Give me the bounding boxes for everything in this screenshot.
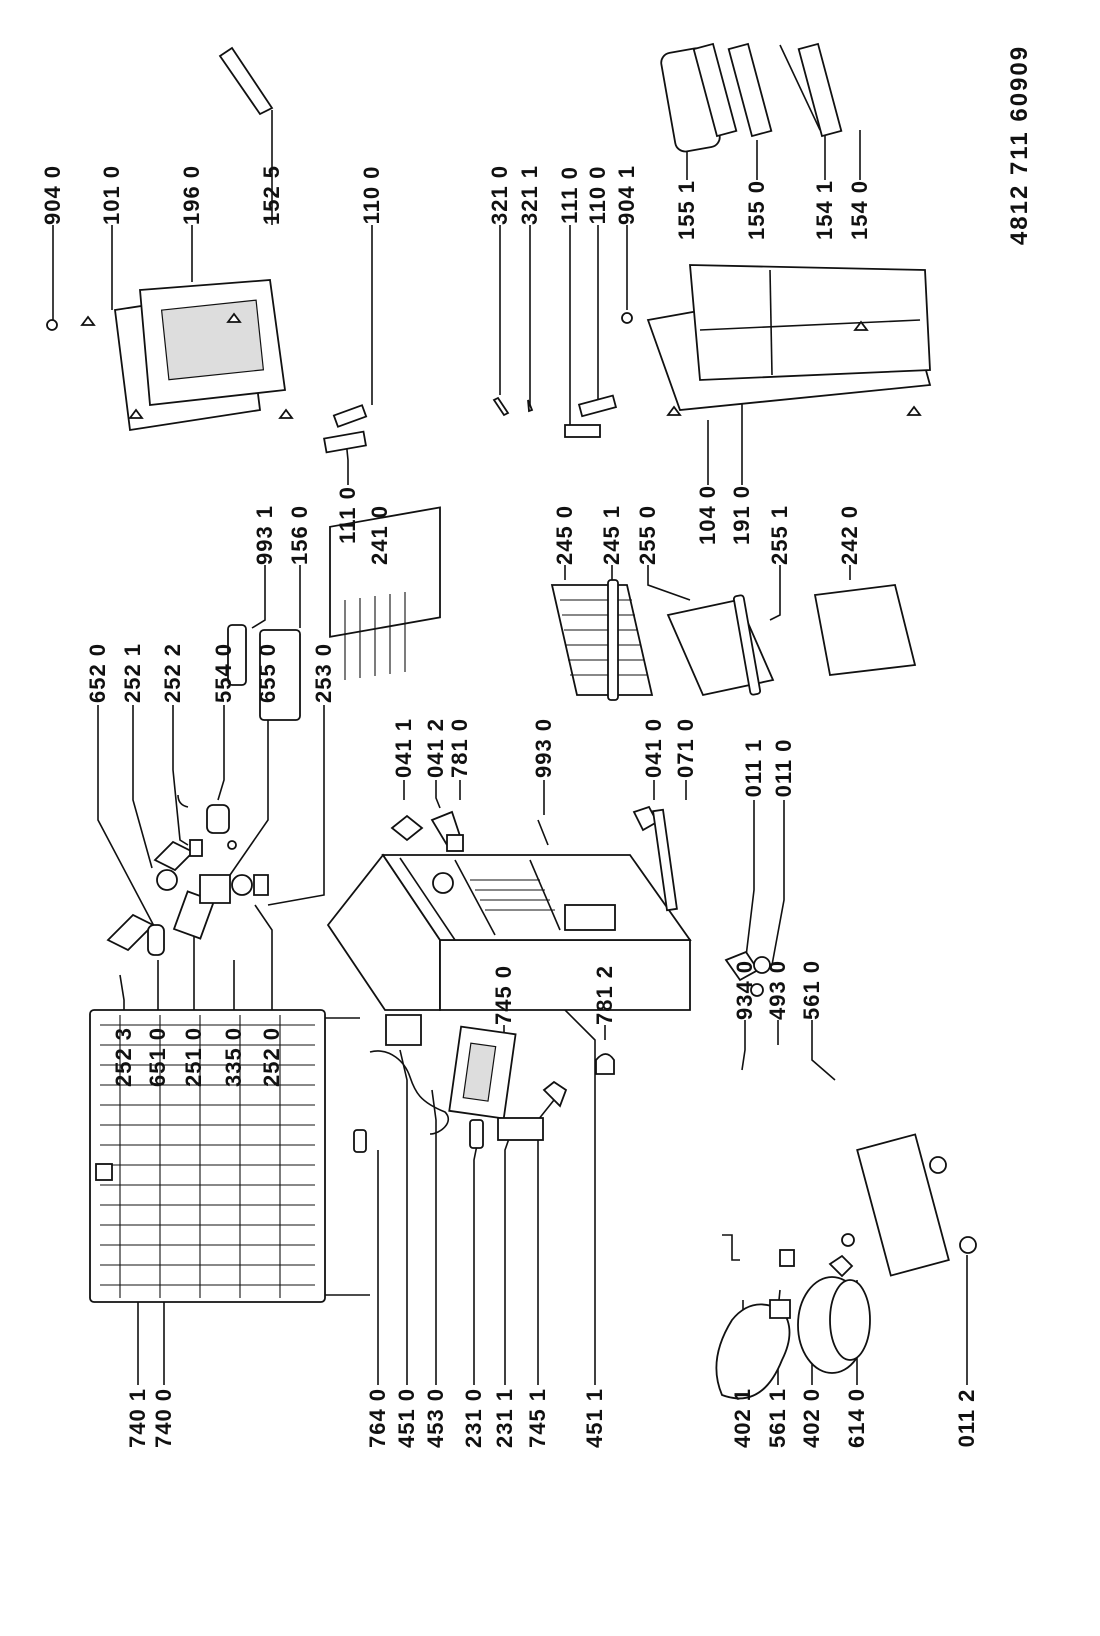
- part-label-011-1: 011 1: [741, 738, 766, 798]
- part-label-253-0: 253 0: [311, 642, 336, 704]
- thermostat-lamp-parts: [106, 794, 269, 956]
- part-label-904-0: 904 0: [40, 164, 65, 226]
- part-label-252-1: 252 1: [120, 642, 145, 704]
- part-label-745-1: 745 1: [525, 1387, 550, 1449]
- part-label-154-0: 154 0: [847, 179, 872, 241]
- part-label-191-0: 191 0: [729, 484, 754, 546]
- part-label-252-0: 252 0: [259, 1026, 284, 1088]
- part-label-252-3: 252 3: [111, 1026, 136, 1088]
- compressor-parts: [715, 1133, 977, 1400]
- part-label-781-2: 781 2: [592, 964, 617, 1026]
- part-label-321-0: 321 0: [487, 164, 512, 226]
- part-label-934-0: 934 0: [732, 959, 757, 1021]
- part-label-231-1: 231 1: [492, 1387, 517, 1449]
- part-label-740-1: 740 1: [125, 1387, 150, 1449]
- part-label-993-0: 993 0: [531, 717, 556, 779]
- part-label-402-0: 402 0: [799, 1387, 824, 1449]
- part-label-335-0: 335 0: [221, 1026, 246, 1088]
- part-label-554-0: 554 0: [211, 642, 236, 704]
- part-label-156-0: 156 0: [287, 504, 312, 566]
- cabinet: [326, 805, 771, 1011]
- part-label-101-0: 101 0: [99, 164, 124, 226]
- part-label-251-0: 251 0: [181, 1026, 206, 1088]
- electrical-parts: [353, 981, 615, 1153]
- part-label-402-1: 402 1: [730, 1387, 755, 1449]
- condenser-coil: [89, 1009, 370, 1303]
- part-label-252-2: 252 2: [160, 642, 185, 704]
- part-label-652-0: 652 0: [85, 642, 110, 704]
- part-label-451-0: 451 0: [394, 1387, 419, 1449]
- part-label-011-0: 011 0: [771, 738, 796, 798]
- shelves: [227, 506, 917, 721]
- part-label-614-0: 614 0: [844, 1387, 869, 1449]
- part-label-196-0: 196 0: [179, 164, 204, 226]
- fridge-door: [492, 42, 932, 438]
- part-label-255-0: 255 0: [635, 504, 660, 566]
- part-label-904-1: 904 1: [614, 164, 639, 226]
- part-label-561-0: 561 0: [799, 959, 824, 1021]
- part-label-231-0: 231 0: [461, 1387, 486, 1449]
- part-label-152-5: 152 5: [259, 164, 284, 226]
- freezer-door: [46, 46, 368, 454]
- part-label-651-0: 651 0: [145, 1026, 170, 1088]
- drawing-number: 4812 711 60909: [1006, 44, 1033, 246]
- part-label-111-0-b: 111 0: [557, 166, 582, 224]
- part-label-561-1: 561 1: [765, 1387, 790, 1449]
- part-label-764-0: 764 0: [365, 1387, 390, 1449]
- part-label-011-2: 011 2: [954, 1388, 979, 1448]
- part-label-041-2: 041 2: [423, 717, 448, 779]
- part-label-745-0: 745 0: [491, 964, 516, 1026]
- part-label-110-0-b: 110 0: [585, 165, 610, 225]
- part-label-993-1: 993 1: [252, 504, 277, 566]
- part-label-155-1: 155 1: [674, 179, 699, 241]
- part-label-453-0: 453 0: [423, 1387, 448, 1449]
- part-label-155-0: 155 0: [744, 179, 769, 241]
- part-label-110-0-a: 110 0: [359, 165, 384, 225]
- part-label-245-1: 245 1: [599, 504, 624, 566]
- part-label-255-1: 255 1: [767, 504, 792, 566]
- part-label-241-0: 241 0: [367, 504, 392, 566]
- part-label-111-0-a: 111 0: [335, 486, 360, 544]
- part-label-041-0: 041 0: [641, 717, 666, 779]
- part-label-493-0: 493 0: [765, 959, 790, 1021]
- part-label-740-0: 740 0: [151, 1387, 176, 1449]
- part-label-321-1: 321 1: [517, 164, 542, 226]
- part-label-154-1: 154 1: [812, 179, 837, 241]
- part-label-104-0: 104 0: [695, 484, 720, 546]
- part-label-451-1: 451 1: [582, 1387, 607, 1449]
- part-label-245-0: 245 0: [552, 504, 577, 566]
- part-label-071-0: 071 0: [673, 717, 698, 779]
- part-label-781-0: 781 0: [447, 717, 472, 779]
- part-label-041-1: 041 1: [391, 717, 416, 779]
- part-label-655-0: 655 0: [255, 642, 280, 704]
- part-label-242-0: 242 0: [837, 504, 862, 566]
